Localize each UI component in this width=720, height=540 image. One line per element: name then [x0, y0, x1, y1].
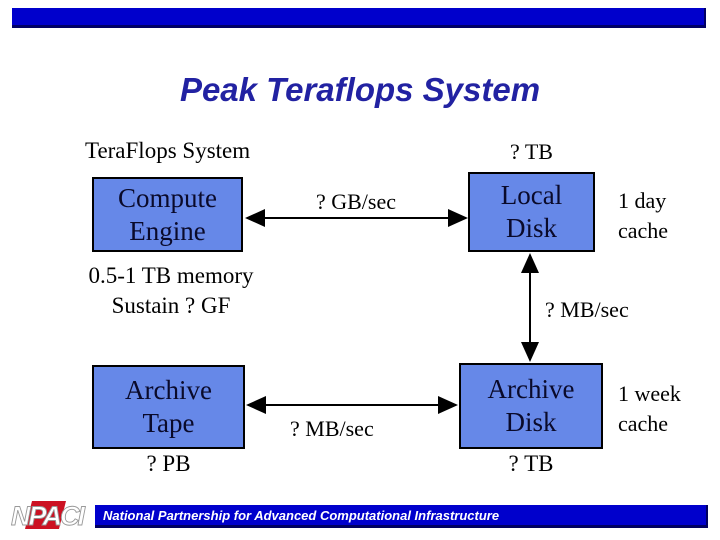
week-cache-line1: 1 week: [618, 381, 681, 406]
local-disk-capacity-label: ? TB: [510, 139, 553, 164]
archive-tape-label-line2: Tape: [142, 408, 195, 438]
compute-engine-label-line1: Compute: [118, 182, 217, 213]
footer-banner-text: National Partnership for Advanced Comput…: [103, 507, 500, 523]
footer-banner: National Partnership for Advanced Comput…: [95, 505, 708, 528]
slide-title: Peak Teraflops System: [179, 71, 541, 108]
mb-per-sec-horizontal-label: ? MB/sec: [290, 416, 374, 441]
top-banner-bar: [12, 8, 706, 28]
archive-tape-label-line1: Archive: [125, 375, 212, 406]
memory-line1: 0.5-1 TB memory: [88, 263, 254, 288]
day-cache-label: 1 day cache: [618, 186, 668, 245]
week-cache-label: 1 week cache: [618, 379, 681, 438]
archive-tape-box: Archive Tape: [92, 365, 245, 449]
system-label: TeraFlops System: [85, 138, 251, 163]
archive-disk-label-line2: Disk: [505, 407, 557, 437]
archive-disk-box: Archive Disk: [459, 363, 603, 449]
npaci-logo-text: NPACI: [11, 501, 86, 531]
local-disk-label-line2: Disk: [505, 213, 557, 243]
archive-disk-label-line1: Archive: [487, 374, 575, 405]
archive-tape-capacity-label: ? PB: [146, 451, 191, 476]
local-disk-box: Local Disk: [468, 172, 595, 252]
mb-per-sec-vertical-label: ? MB/sec: [545, 297, 629, 322]
memory-sustain-label: 0.5-1 TB memory Sustain ? GF: [56, 261, 286, 321]
memory-line2: Sustain ? GF: [111, 292, 231, 318]
archive-disk-capacity-label: ? TB: [508, 451, 554, 476]
week-cache-line2: cache: [618, 410, 669, 436]
npaci-logo-icon: NPACI: [11, 501, 88, 531]
gb-per-sec-label: ? GB/sec: [315, 189, 397, 214]
day-cache-line1: 1 day: [618, 188, 667, 213]
local-disk-label-line1: Local: [500, 180, 563, 211]
compute-engine-box: Compute Engine: [92, 177, 243, 252]
day-cache-line2: cache: [618, 217, 669, 243]
compute-engine-label-line2: Engine: [129, 215, 206, 246]
